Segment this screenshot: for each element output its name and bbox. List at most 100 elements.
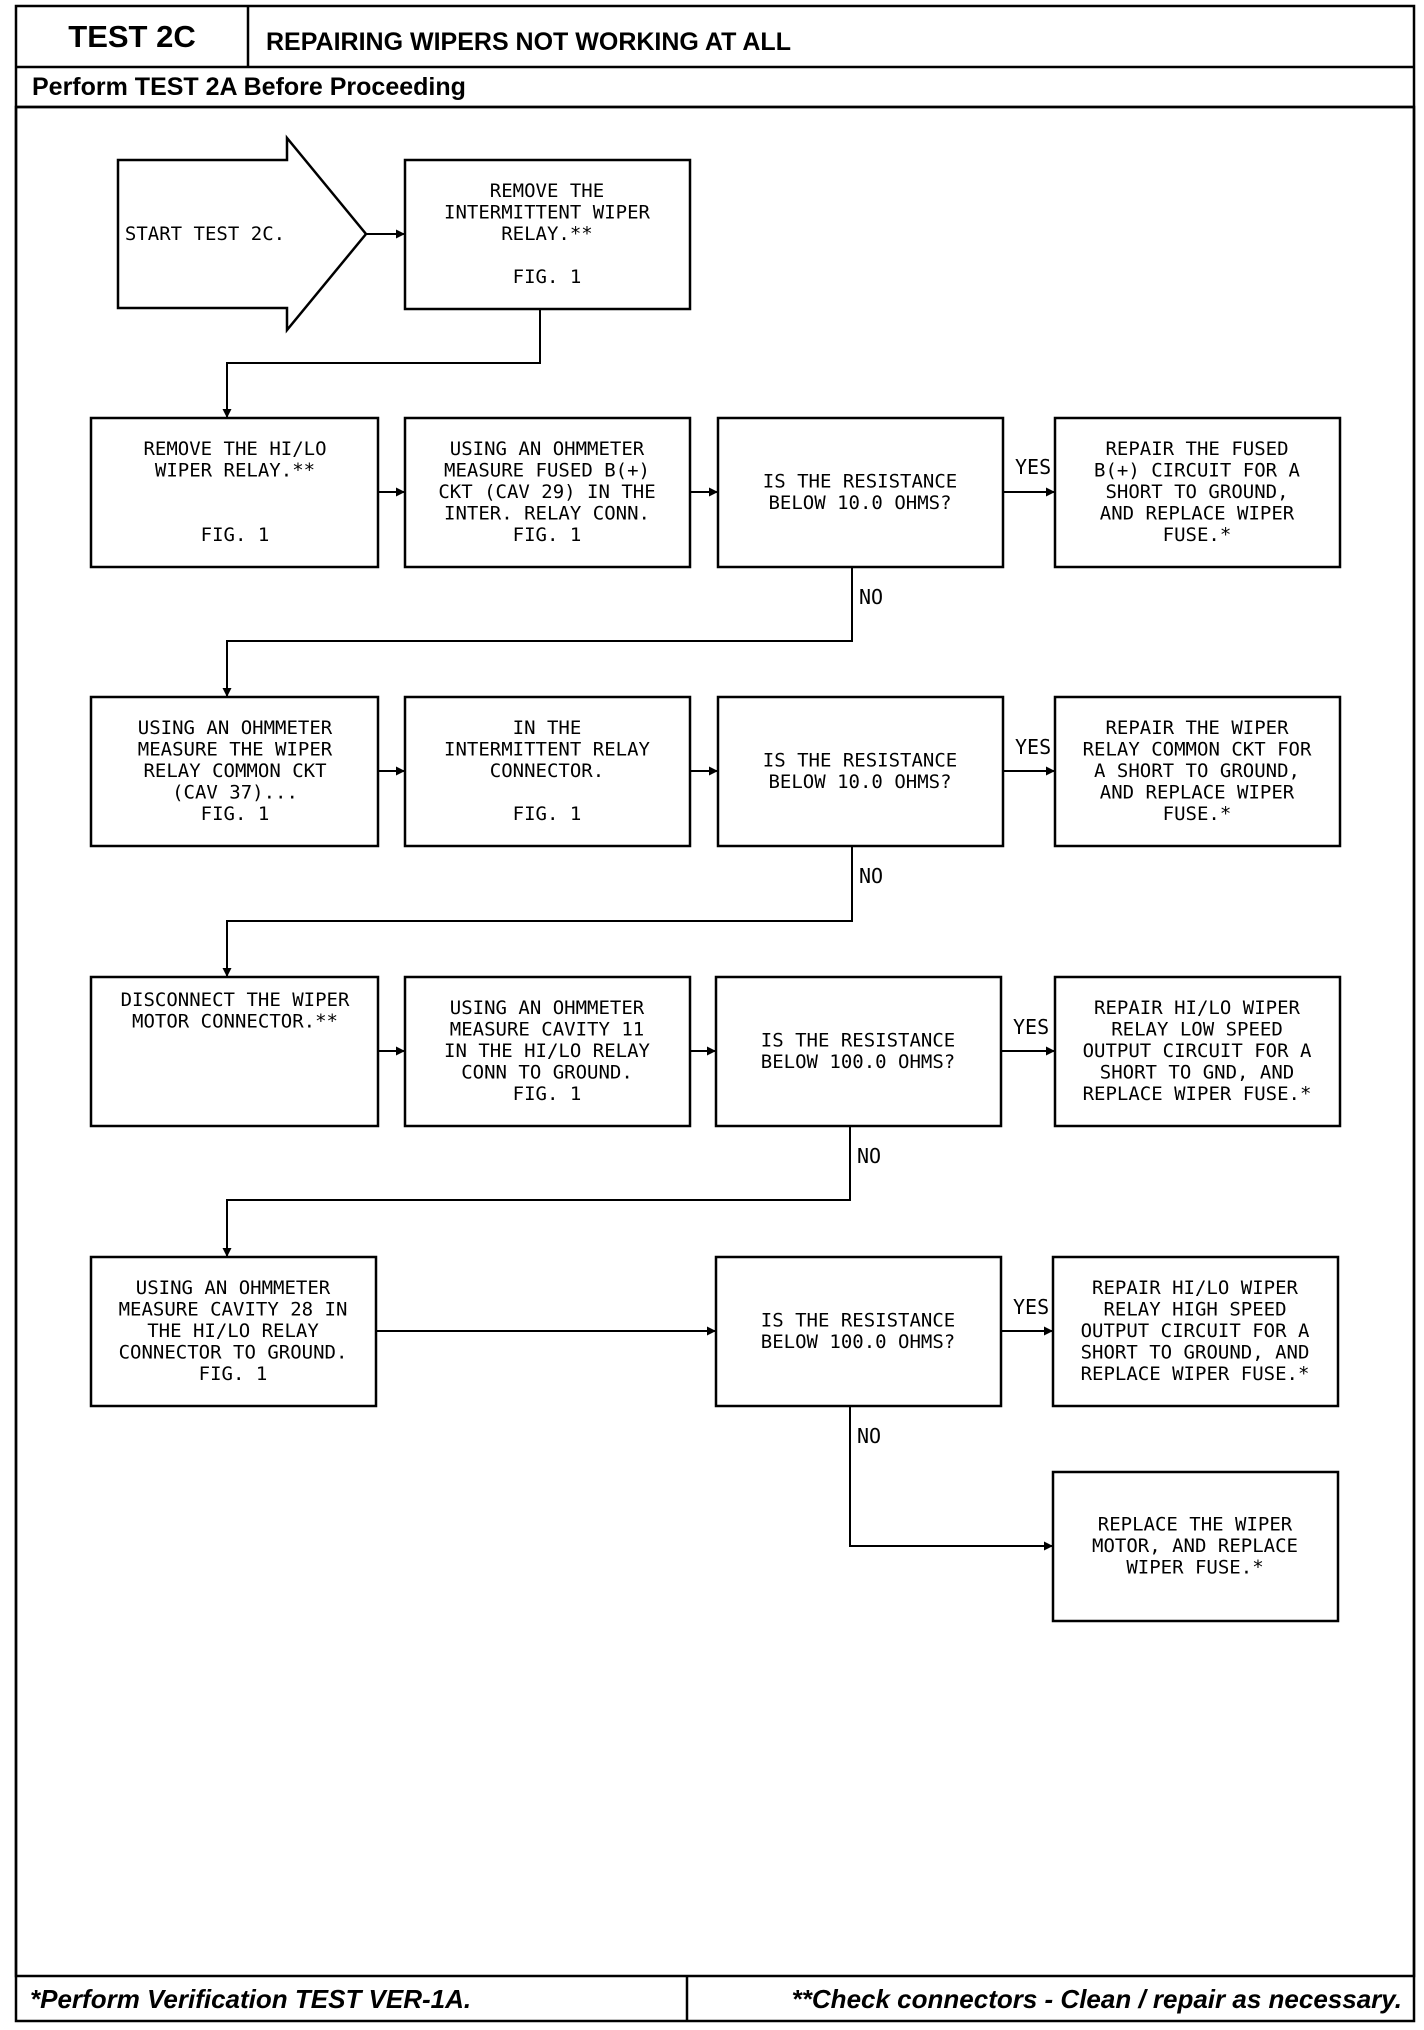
connector-r3-no (222, 1126, 851, 1257)
box-text-line: FUSE.* (1163, 803, 1232, 825)
connector-remove-to-row1 (222, 309, 541, 418)
box-text-line: A SHORT TO GROUND, (1094, 760, 1300, 782)
box-text-line: FIG. 1 (513, 266, 582, 288)
box-text-line: SHORT TO GND, AND (1100, 1062, 1294, 1084)
box-text-line: WIPER FUSE.* (1126, 1557, 1263, 1579)
repair-fused-bplus-box (1053, 416, 1342, 569)
box-text-line: SHORT TO GROUND, AND (1081, 1342, 1310, 1364)
yes-label: YES (1015, 455, 1051, 479)
box-text-line: REPLACE WIPER FUSE.* (1083, 1083, 1312, 1105)
box-text-line: CONNECTOR TO GROUND. (119, 1342, 348, 1364)
box-text-line: START TEST 2C. (125, 223, 285, 245)
box-text-line: CONNECTOR. (490, 760, 604, 782)
connector-r4-no (849, 1406, 1053, 1551)
box-text-line: IS THE RESISTANCE (761, 1309, 955, 1331)
box-text-line: REMOVE THE HI/LO (143, 438, 326, 460)
no-label: NO (859, 864, 883, 888)
box-text-line: OUTPUT CIRCUIT FOR A (1081, 1320, 1310, 1342)
connector-r2-no (222, 846, 853, 977)
box-text-line: IS THE RESISTANCE (763, 470, 957, 492)
box-text-line: IN THE (513, 717, 582, 739)
box-text-line: FIG. 1 (199, 1363, 268, 1385)
disconnect-motor-connector-box (89, 975, 380, 1128)
box-text-line: WIPER RELAY.** (155, 460, 315, 482)
yes-label: YES (1015, 735, 1051, 759)
box-text-line: MEASURE CAVITY 11 (450, 1019, 644, 1041)
box-text-line: REPAIR THE FUSED (1105, 438, 1288, 460)
measure-relay-common-box (89, 695, 380, 848)
box-text-line: RELAY HIGH SPEED (1103, 1299, 1286, 1321)
no-label: NO (857, 1144, 881, 1168)
box-text-line: (CAV 37)... (172, 782, 298, 804)
connector-r1-no (222, 567, 853, 697)
page-subtitle: Perform TEST 2A Before Proceeding (32, 73, 466, 101)
box-text-line: REPAIR THE WIPER (1105, 717, 1289, 739)
box-text-line: RELAY LOW SPEED (1111, 1019, 1283, 1041)
box-text-line: SHORT TO GROUND, (1105, 481, 1288, 503)
box-text-line: USING AN OHMMETER (136, 1277, 331, 1299)
decision-resistance-100-ohms-1 (714, 975, 1003, 1128)
start-label: START TEST 2C. (125, 223, 285, 245)
measure-fused-bplus-box (403, 416, 692, 569)
box-text-line: REPLACE WIPER FUSE.* (1081, 1363, 1310, 1385)
box-text-line: FUSE.* (1163, 524, 1232, 546)
box-text-line: RELAY COMMON CKT FOR (1083, 739, 1312, 761)
box-text-line: INTER. RELAY CONN. (444, 503, 650, 525)
box-text-line: BELOW 10.0 OHMS? (768, 771, 951, 793)
no-label: NO (859, 585, 883, 609)
content-frame (14, 105, 1416, 1978)
test-id: TEST 2C (68, 19, 195, 54)
box-text-line: MEASURE THE WIPER (138, 739, 333, 761)
no-label: NO (857, 1424, 881, 1448)
measure-cavity-11-box (403, 975, 692, 1128)
box-text-line: RELAY COMMON CKT (143, 760, 326, 782)
box-text-line: THE HI/LO RELAY (147, 1320, 319, 1342)
box-text-line: BELOW 10.0 OHMS? (768, 492, 951, 514)
box-text-line: B(+) CIRCUIT FOR A (1094, 460, 1300, 482)
footer-note-right: **Check connectors - Clean / repair as n… (792, 1984, 1402, 2014)
box-text-line: CKT (CAV 29) IN THE (438, 481, 655, 503)
box-text-line: REPLACE THE WIPER (1098, 1514, 1293, 1536)
start-arrow-shape (116, 134, 368, 334)
box-text-line: FIG. 1 (513, 803, 582, 825)
box-text-line: USING AN OHMMETER (138, 717, 333, 739)
box-text-line: BELOW 100.0 OHMS? (761, 1331, 955, 1353)
repair-relay-common-box (1053, 695, 1342, 848)
box-text-line: MEASURE FUSED B(+) (444, 460, 650, 482)
decision-resistance-100-ohms-2 (714, 1255, 1003, 1408)
box-text-line: AND REPLACE WIPER (1100, 782, 1295, 804)
page-title: REPAIRING WIPERS NOT WORKING AT ALL (266, 28, 791, 56)
box-text-line: OUTPUT CIRCUIT FOR A (1083, 1040, 1312, 1062)
box-text-line: IN THE HI/LO RELAY (444, 1040, 650, 1062)
repair-high-speed-box (1051, 1255, 1340, 1408)
box-text-line: MOTOR CONNECTOR.** (132, 1011, 338, 1033)
box-text-line: RELAY.** (501, 223, 593, 245)
yes-label: YES (1013, 1295, 1049, 1319)
box-text-line: REMOVE THE (490, 180, 604, 202)
box-text-line: REPAIR HI/LO WIPER (1092, 1277, 1298, 1299)
box-text-line: CONN TO GROUND. (461, 1062, 633, 1084)
footer-note-left: *Perform Verification TEST VER-1A. (30, 1984, 471, 2014)
box-text-line: DISCONNECT THE WIPER (121, 989, 350, 1011)
remove-hilo-relay-box (89, 416, 380, 569)
box-text-line: USING AN OHMMETER (450, 997, 645, 1019)
box-text-line: FIG. 1 (201, 524, 270, 546)
box-text-line: AND REPLACE WIPER (1100, 503, 1295, 525)
box-text-line: FIG. 1 (513, 524, 582, 546)
